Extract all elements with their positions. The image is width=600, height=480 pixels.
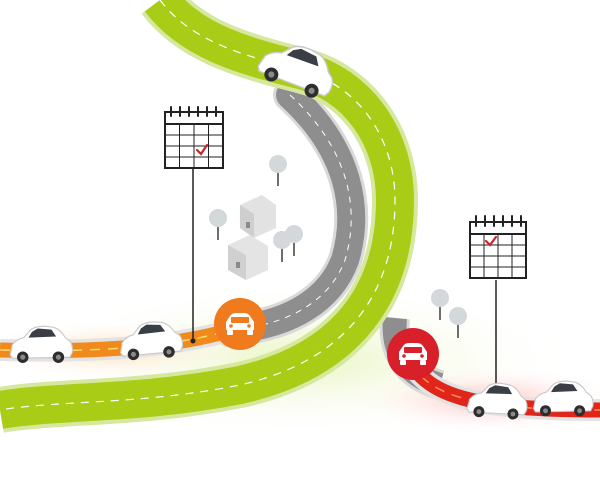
calendar-icon [164,106,224,169]
car-icon [399,343,427,365]
red-car-badge [387,328,439,380]
building-icon [228,195,276,280]
orange-car-badge [214,298,266,350]
checkmark-icon [484,235,498,247]
calendar-pin-left [164,106,224,344]
calendar-pin-right [469,215,527,402]
checkmark-icon [195,143,209,156]
calendar-icon [469,215,527,279]
grey-road [213,78,369,347]
car-icon [226,313,254,335]
